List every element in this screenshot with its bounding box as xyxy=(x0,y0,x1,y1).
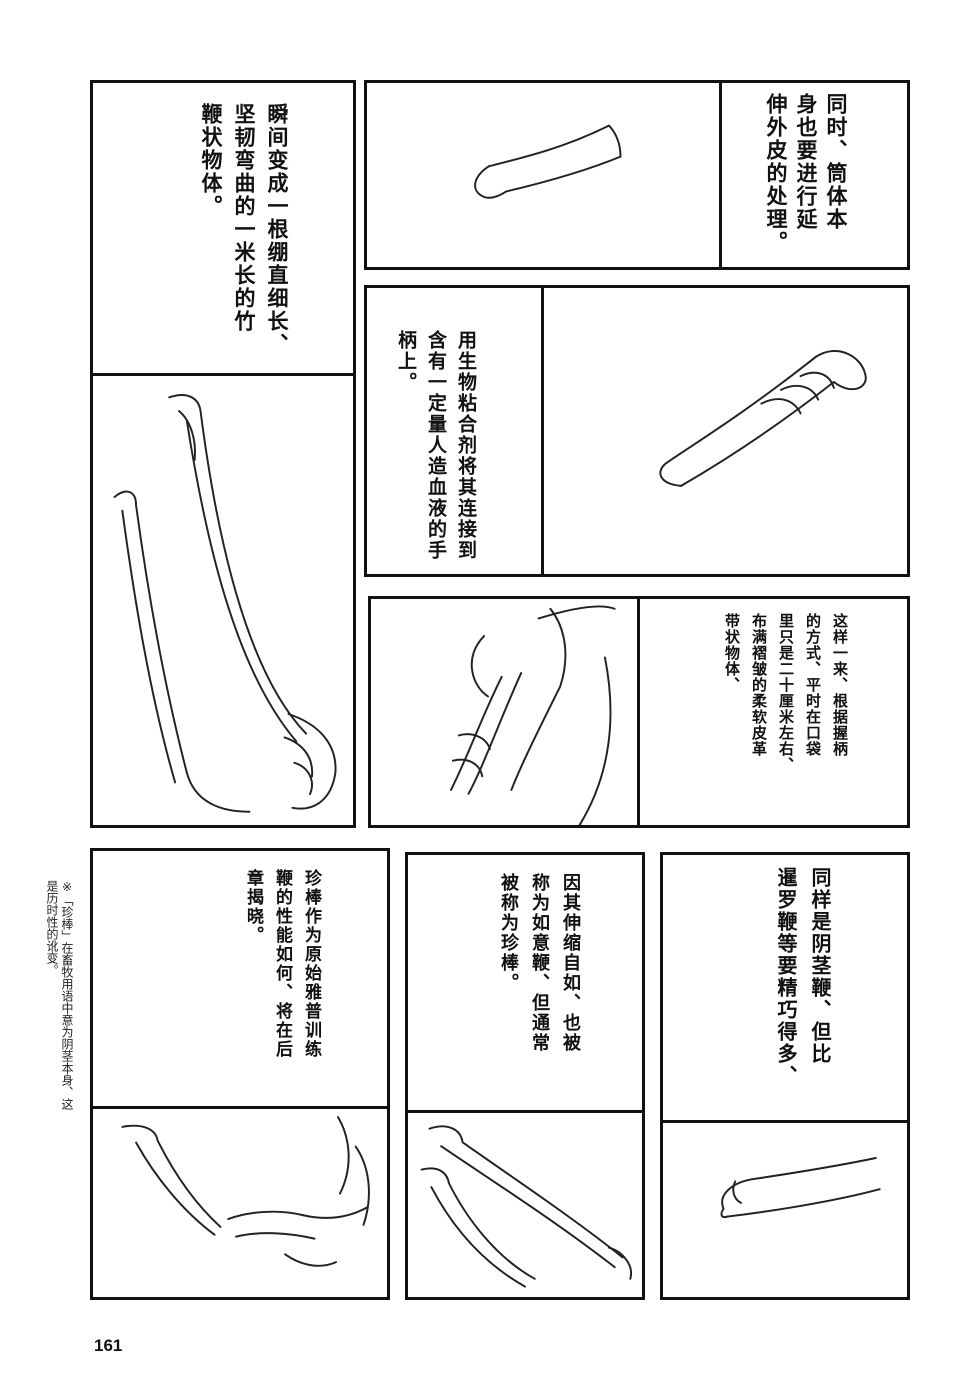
panel-7: 同样是阴茎鞭、但比 暹罗鞭等要精巧得多、 xyxy=(660,852,910,1300)
panel-5: 珍棒作为原始雅普训练 鞭的性能如何、将在后 章揭晓。 xyxy=(90,848,390,1300)
footnote: ※「珍棒」在畜牧用语中意为阴茎本身、这 是历时性的讹变。 xyxy=(45,880,74,1110)
panel-5-caption: 珍棒作为原始雅普训练 鞭的性能如何、将在后 章揭晓。 xyxy=(243,869,321,1059)
panel-2-caption: 同时、筒体本 身也要进行延 伸外皮的处理。 xyxy=(764,93,848,254)
panel-6-divider xyxy=(408,1110,642,1113)
panel-3-caption: 用生物粘合剂将其连接到 含有一定量人造血液的手 柄上。 xyxy=(395,330,477,561)
panel-6: 因其伸缩自如、也被 称为如意鞭、但通常 被称为珍棒。 xyxy=(405,852,645,1300)
extended-whip-illustration xyxy=(420,1125,633,1288)
panel-4-caption: 这样一来、根据握柄 的方式、平时在口袋 里只是二十厘米左右、 布满褶皱的柔软皮革… xyxy=(723,613,849,773)
curved-tube-illustration xyxy=(720,1157,881,1218)
whip-demonstration-illustration xyxy=(121,1116,370,1267)
panel-7-divider xyxy=(663,1120,907,1123)
panel-7-caption: 同样是阴茎鞭、但比 暹罗鞭等要精巧得多、 xyxy=(774,867,832,1087)
panel-1: 瞬间变成一根绷直细长、 坚韧弯曲的一米长的竹 鞭状物体。 xyxy=(90,80,356,828)
panel-4-divider xyxy=(637,599,640,825)
panel-1-caption: 瞬间变成一根绷直细长、 坚韧弯曲的一米长的竹 鞭状物体。 xyxy=(199,103,289,356)
tube-body-illustration xyxy=(474,124,622,199)
panel-3: 用生物粘合剂将其连接到 含有一定量人造血液的手 柄上。 xyxy=(364,285,910,577)
handle-attachment-illustration xyxy=(659,350,867,487)
panel-2: 同时、筒体本 身也要进行延 伸外皮的处理。 xyxy=(364,80,910,270)
panel-3-divider xyxy=(541,288,544,574)
folded-whip-in-hand-illustration xyxy=(450,605,616,825)
panel-1-divider xyxy=(93,373,353,376)
panel-5-divider xyxy=(93,1106,387,1109)
panel-6-caption: 因其伸缩自如、也被 称为如意鞭、但通常 被称为珍棒。 xyxy=(498,873,581,1053)
page-number: 161 xyxy=(94,1336,123,1355)
bamboo-whip-illustration xyxy=(113,394,337,813)
panel-4: 这样一来、根据握柄 的方式、平时在口袋 里只是二十厘米左右、 布满褶皱的柔软皮革… xyxy=(368,596,910,828)
panel-2-divider xyxy=(719,83,722,267)
